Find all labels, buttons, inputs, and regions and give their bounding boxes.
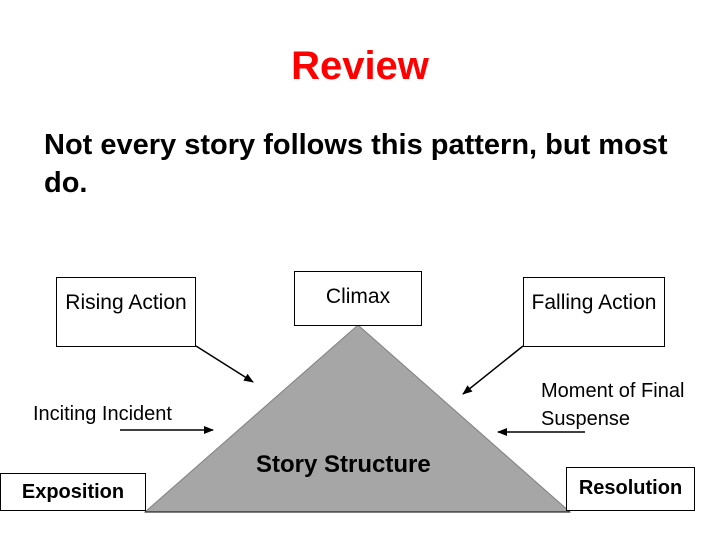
slide-subtitle: Not every story follows this pattern, bu… <box>44 129 668 199</box>
falling-action-label: Falling Action <box>531 291 657 314</box>
rising-action-label: Rising Action <box>65 291 187 314</box>
resolution-box: Resolution <box>566 467 695 511</box>
inciting-incident-label: Inciting Incident <box>33 403 172 425</box>
story-structure-label: Story Structure <box>256 451 431 478</box>
climax-box: Climax <box>294 271 422 326</box>
rising-action-arrow <box>195 345 254 383</box>
climax-label: Climax <box>325 285 391 308</box>
exposition-label: Exposition <box>21 481 125 503</box>
slide-title: Review <box>291 44 429 88</box>
plot-triangle <box>143 324 572 513</box>
resolution-label: Resolution <box>578 477 683 499</box>
falling-action-arrow <box>462 345 524 395</box>
exposition-box: Exposition <box>0 473 146 511</box>
final-suspense-label: Moment of Final Suspense <box>541 380 685 430</box>
falling-action-box: Falling Action <box>523 277 665 347</box>
rising-action-box: Rising Action <box>56 277 196 347</box>
